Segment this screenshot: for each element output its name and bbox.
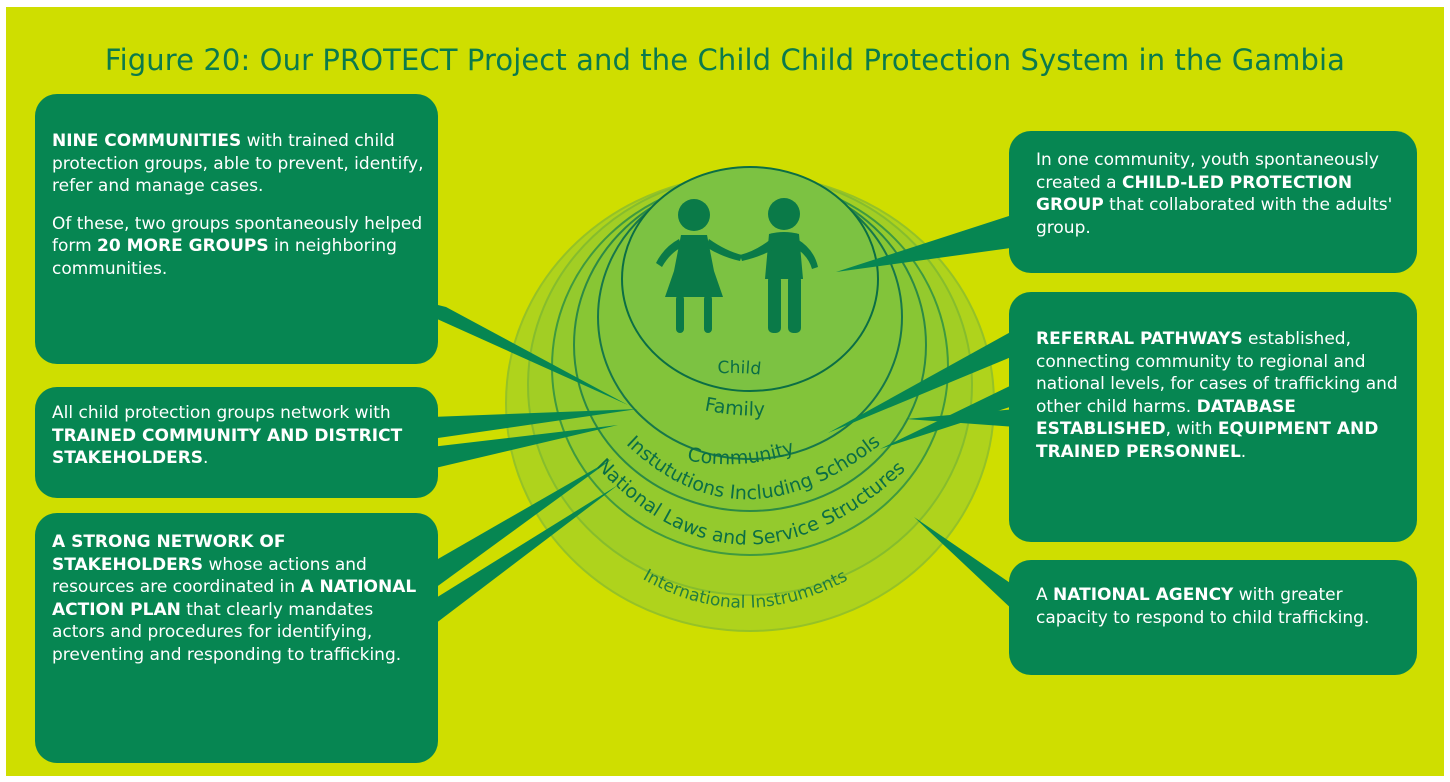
callout-youth-text-2: that collaborated with the adults' group… (1036, 195, 1393, 238)
callout-nine-text-1: with trained child protection groups, ab… (52, 131, 424, 196)
callout-nine-para-1: NINE COMMUNITIES with trained child prot… (52, 130, 424, 198)
callout-agency-text-2: with greater capacity to respond to chil… (1036, 585, 1370, 628)
callout-referral-bold-1: REFERRAL PATHWAYS (1036, 329, 1243, 349)
children-icon (656, 198, 818, 333)
callout-nine-communities: NINE COMMUNITIES with trained child prot… (35, 94, 438, 364)
pointer-network-a (431, 409, 638, 439)
callout-network-text-2: . (203, 448, 209, 468)
callout-network-text-1: All child protection groups network with (52, 403, 391, 423)
callout-referral-bold-2: DATABASE ESTABLISHED (1036, 396, 1296, 440)
diagram-art: Child Family Community Instututions Incl… (366, 166, 1018, 632)
figure-canvas: Child Family Community Instututions Incl… (6, 7, 1444, 776)
callout-nine-para-2: Of these, two groups spontaneously helpe… (52, 213, 424, 281)
callout-strong-bold-2: A NATIONAL ACTION PLAN (52, 577, 417, 620)
callout-agency-bold-1: NATIONAL AGENCY (1053, 585, 1234, 605)
callout-nine-bold-1: NINE COMMUNITIES (52, 131, 242, 151)
callout-youth-text-1: In one community, youth spontaneously cr… (1036, 150, 1379, 193)
callout-agency-para: A NATIONAL AGENCY with greater capacity … (1036, 584, 1405, 629)
pointer-agency (914, 517, 1016, 613)
callout-strong-text-1: whose actions and resources are coordina… (52, 554, 367, 598)
callout-pointers (366, 213, 1018, 627)
pointer-strong-a (431, 459, 612, 591)
callout-referral-text-2: , with (1165, 419, 1218, 439)
callout-referral-bold-3: EQUIPMENT AND TRAINED PERSONNEL (1036, 419, 1379, 462)
figure-title: Figure 20: Our PROTECT Project and the C… (104, 43, 1346, 77)
pointer-network-b (431, 425, 618, 469)
callout-youth-group: In one community, youth spontaneously cr… (1009, 131, 1417, 273)
callout-nine-text-3: in neighboring communities. (52, 236, 397, 279)
callout-referral-text-3: . (1240, 441, 1247, 462)
callout-nine-text-2: Of these, two groups spontaneously helpe… (52, 213, 423, 257)
callout-youth-bold-1: CHILD-LED PROTECTION GROUP (1036, 172, 1353, 216)
callout-referral-text-1: established, connecting community to reg… (1036, 329, 1398, 417)
callout-network-para: All child protection groups network with… (52, 402, 424, 470)
callout-network: All child protection groups network with… (35, 387, 438, 498)
callout-referral-para: REFERRAL PATHWAYS established, connectin… (1036, 328, 1405, 463)
label-child: Child (717, 358, 762, 380)
callout-nine-bold-2: 20 MORE GROUPS (97, 236, 269, 256)
pointer-strong-b (431, 485, 618, 627)
pointer-referral-a (828, 329, 1016, 433)
callout-strong-text-2: that clearly mandates actors and procedu… (52, 599, 402, 665)
callout-youth-para: In one community, youth spontaneously cr… (1036, 149, 1405, 239)
callout-network-bold-1: TRAINED COMMUNITY AND DISTRICT STAKEHOLD… (52, 425, 403, 469)
pointer-youth (836, 213, 1018, 272)
callout-agency-text-1: A (1036, 585, 1054, 605)
callout-referral-pathways: REFERRAL PATHWAYS established, connectin… (1009, 292, 1417, 542)
ring-child (621, 166, 879, 392)
callout-national-agency: A NATIONAL AGENCY with greater capacity … (1009, 560, 1417, 675)
pointer-referral-c (906, 409, 1016, 427)
callout-strong-para: A STRONG NETWORK OF STAKEHOLDERS whose a… (52, 531, 424, 666)
callout-strong-network: A STRONG NETWORK OF STAKEHOLDERS whose a… (35, 513, 438, 763)
callout-strong-bold-1: A STRONG NETWORK OF STAKEHOLDERS (52, 532, 286, 575)
